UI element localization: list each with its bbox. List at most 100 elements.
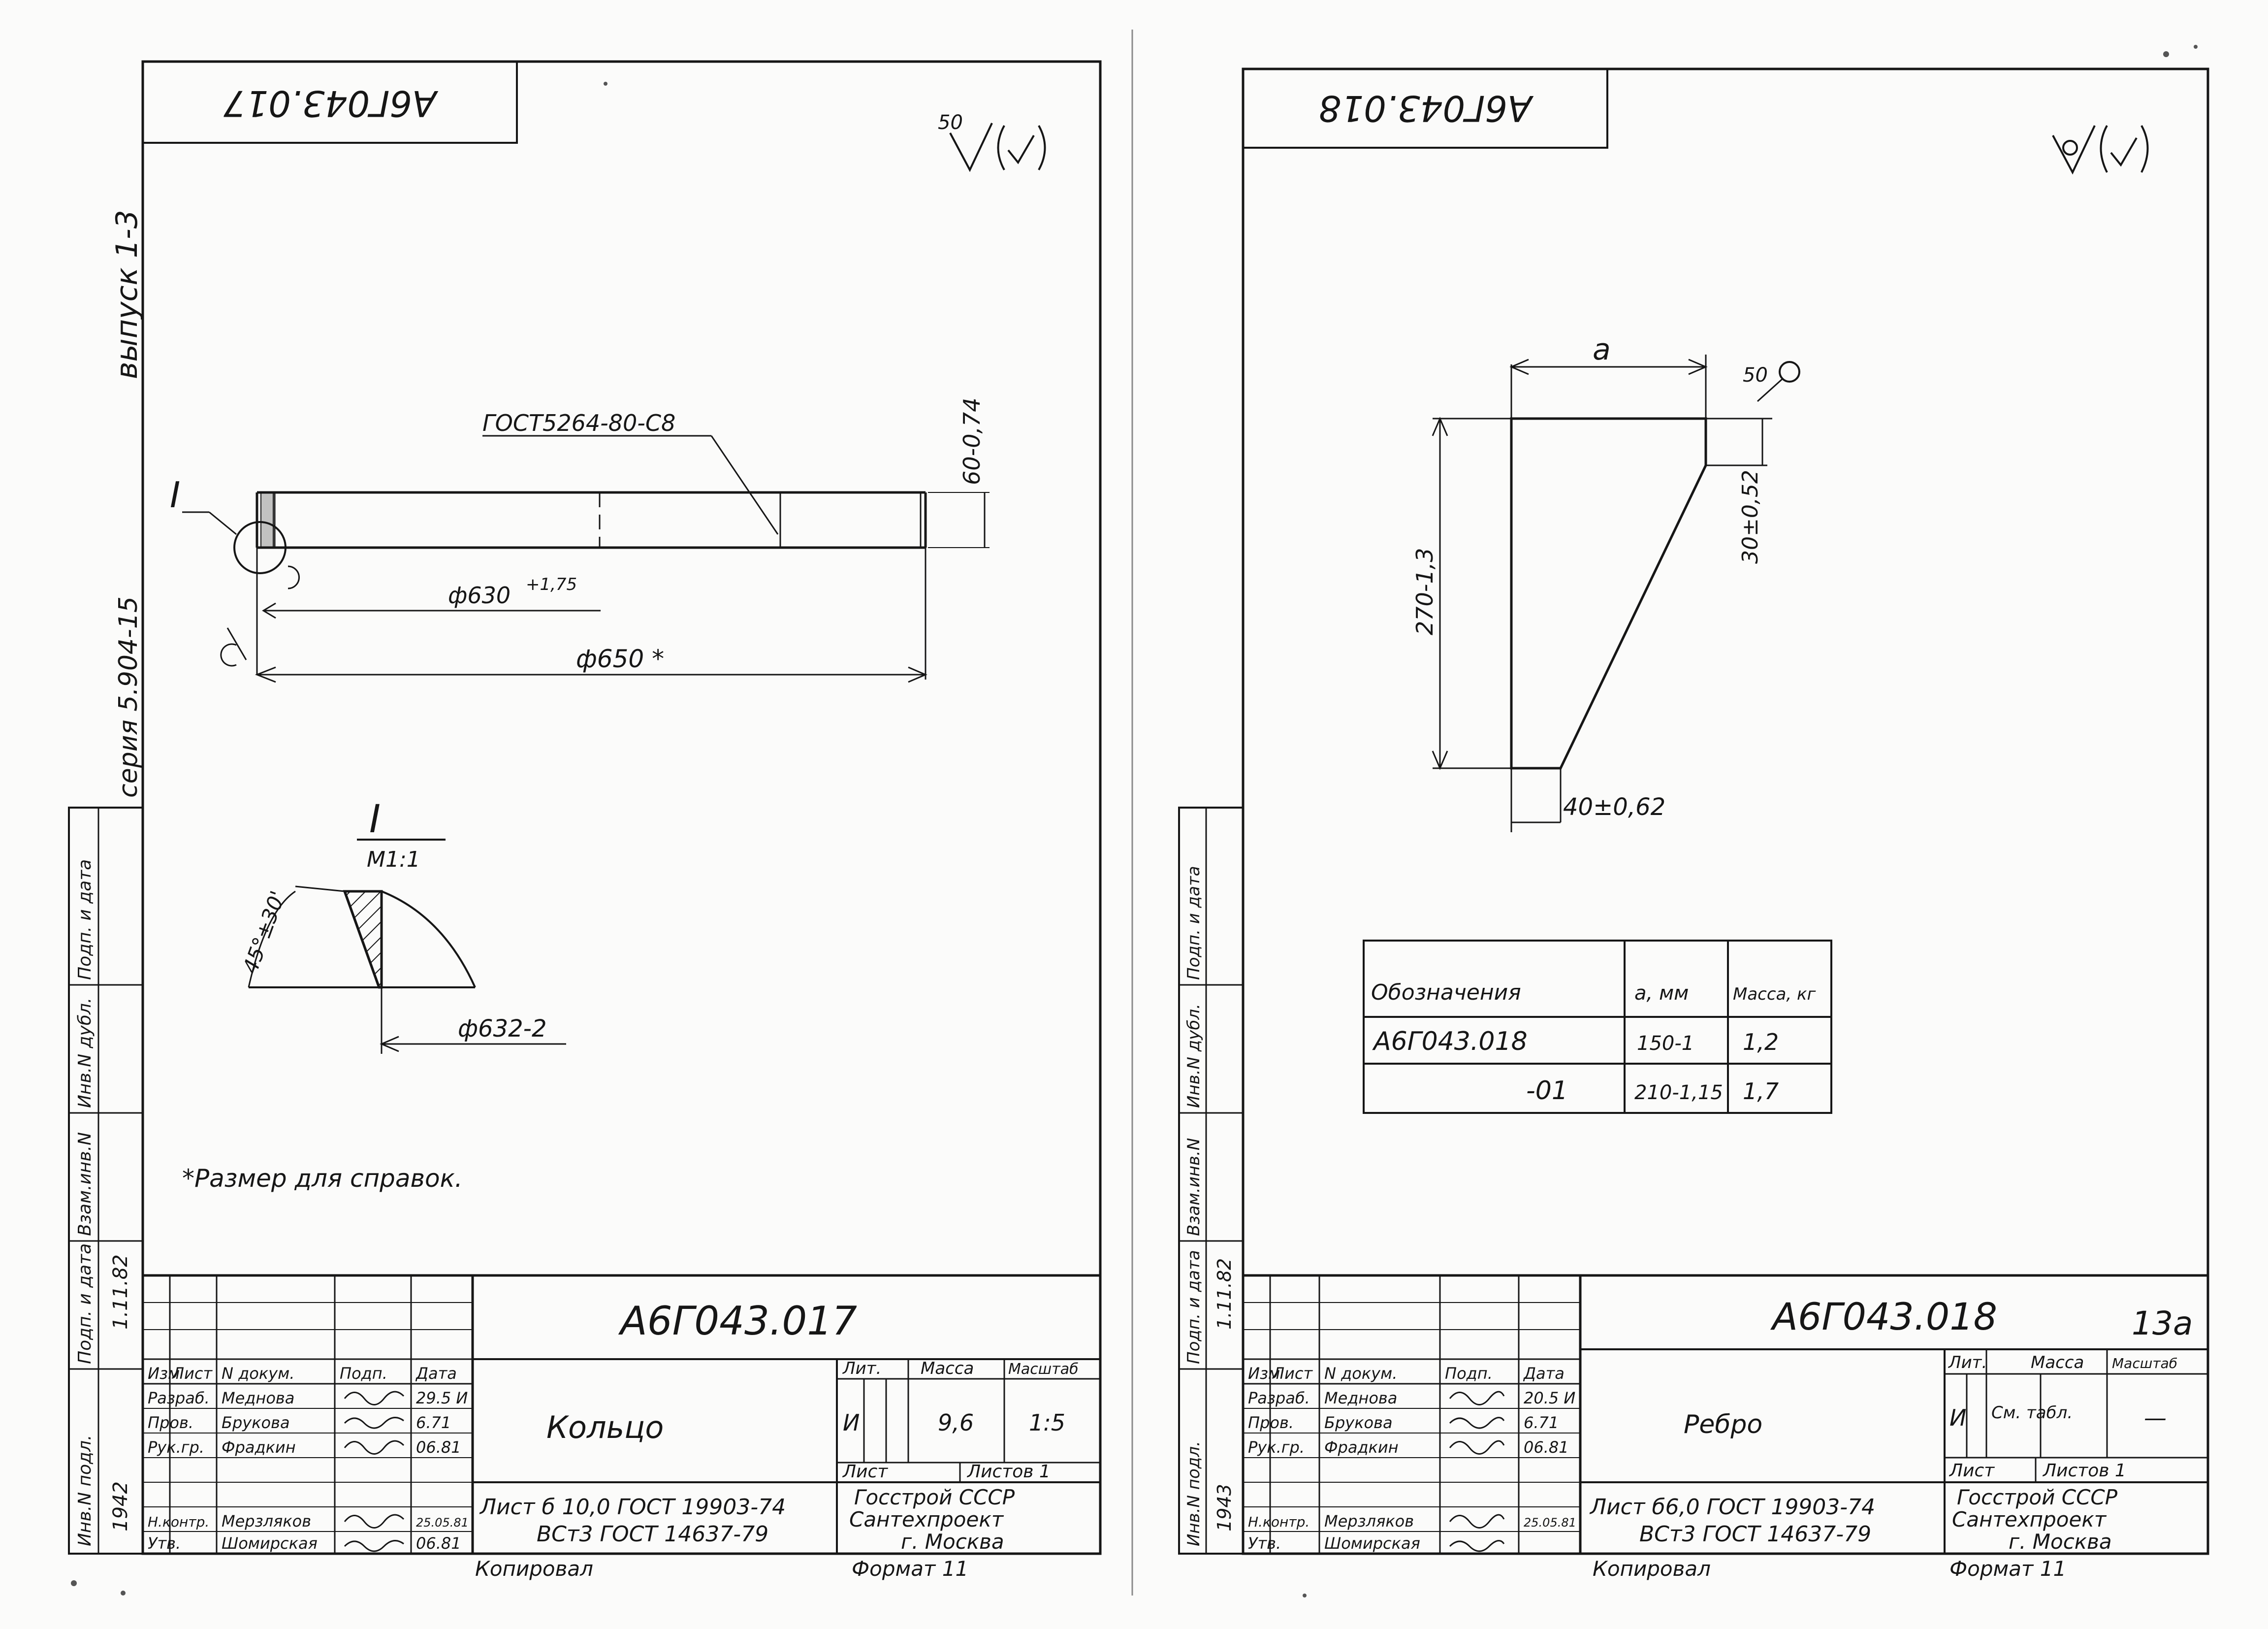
left-org-3: г. Москва [901, 1530, 1004, 1554]
left-scale-header: Масштаб [1008, 1361, 1079, 1378]
right-dim-a: а [1593, 332, 1611, 367]
right-frame [1242, 67, 2209, 1555]
right-lit-header: Лит. [1948, 1353, 1987, 1372]
left-chamfer-dim: 45°±30' [238, 888, 290, 977]
left-row-6-col-0: Утв. [148, 1534, 181, 1553]
left-dim-outer: ф650 * [576, 645, 664, 673]
right-copied: Копировал [1593, 1557, 1711, 1581]
right-row-0-col-2: N докум. [1324, 1364, 1397, 1383]
left-ring-drawing [182, 435, 990, 683]
right-stamp-rotated: А6Г043.018 [1319, 88, 1534, 129]
right-title-block [1242, 1274, 2209, 1555]
right-row-5-col-0: Н.контр. [1248, 1514, 1310, 1530]
left-issue-label: выпуск 1-3 [110, 210, 144, 379]
right-table-r1-c2: 1,7 [1743, 1078, 1779, 1105]
left-row-3-col-4: 06.81 [416, 1438, 461, 1457]
right-part-name: Ребро [1684, 1410, 1762, 1439]
left-side-label-4: Инв.N дубл. [75, 998, 95, 1108]
right-row-2-col-1: Брукова [1324, 1413, 1393, 1432]
right-material-2: ВСт3 ГОСТ 14637-79 [1639, 1522, 1871, 1547]
right-side-label-2: Подп. и дата [1184, 1250, 1204, 1364]
right-table-header-designation: Обозначения [1371, 980, 1521, 1005]
right-table-r0-c1: 150-1 [1637, 1032, 1694, 1055]
left-leader-mark: I [170, 474, 180, 516]
right-table-r0-c2: 1,2 [1743, 1029, 1779, 1055]
right-side-year: 1943 [1214, 1484, 1235, 1531]
left-row-0-col-3: Подп. [340, 1364, 387, 1383]
left-format: Формат 11 [852, 1557, 968, 1581]
left-org-1: Госстрой СССР [854, 1485, 1015, 1509]
left-signature-rows: Изм Лист N докум. Подп. Дата Разраб. Мед… [148, 1364, 469, 1553]
right-scale-header: Масштаб [2112, 1355, 2177, 1371]
left-lit-header: Лит. [842, 1359, 881, 1378]
left-row-6-col-1: Шомирская [222, 1534, 318, 1553]
left-row-2-col-0: Пров. [148, 1413, 193, 1432]
left-side-dividers [69, 807, 143, 1554]
left-org-2: Сантехпроект [849, 1507, 1004, 1531]
right-row-1-col-0: Разраб. [1248, 1389, 1310, 1407]
left-material-2: ВСт3 ГОСТ 14637-79 [537, 1522, 768, 1547]
left-side-label-2: Подп. и дата [75, 1243, 95, 1364]
right-side-dividers [1179, 807, 1243, 1554]
right-sheet: Инв.N подл. Подп. и дата Взам.инв.N Инв.… [1178, 67, 2209, 1581]
left-row-5-col-0: Н.контр. [148, 1514, 209, 1530]
scan-speckles [71, 45, 2198, 1597]
right-side-label-5: Подп. и дата [1184, 866, 1204, 980]
right-side-label-1: Инв.N подл. [1184, 1441, 1204, 1546]
left-mass-value: 9,6 [938, 1409, 974, 1436]
right-variants-table [1363, 940, 1832, 1114]
left-signature-scribbles [344, 1391, 405, 1552]
right-rib-drawing [1432, 355, 1800, 832]
left-row-3-col-1: Фрадкин [222, 1438, 296, 1457]
left-row-1-col-1: Меднова [222, 1389, 294, 1407]
right-stamp-box [1242, 68, 1608, 149]
right-row-5-col-4: 25.05.81 [1524, 1516, 1576, 1530]
right-row-0-col-3: Подп. [1445, 1364, 1493, 1383]
left-detail-scale: М1:1 [367, 847, 420, 872]
left-roughness-icon [949, 123, 1046, 172]
left-side-date: 1.11.82 [109, 1254, 132, 1330]
left-sheets-label: Листов 1 [966, 1462, 1051, 1482]
left-weld-callout: ГОСТ5264-80-С8 [482, 410, 675, 436]
left-detail-drawing [248, 885, 566, 1054]
right-sheet-no: 13а [2132, 1304, 2193, 1342]
right-table-header-mass: Масса, кг [1733, 984, 1817, 1004]
left-row-0-col-4: Дата [415, 1364, 457, 1383]
right-row-0-col-1: Лист [1272, 1364, 1313, 1383]
left-title-designation: А6Г043.017 [618, 1298, 857, 1344]
right-side-label-3: Взам.инв.N [1184, 1138, 1204, 1236]
left-row-1-col-0: Разраб. [148, 1389, 210, 1407]
left-mass-header: Масса [921, 1359, 974, 1378]
right-mass-header: Масса [2031, 1353, 2084, 1372]
left-series-label: серия 5.904-15 [114, 596, 143, 798]
right-signature-scribbles [1449, 1391, 1505, 1552]
right-row-6-col-1: Шомирская [1324, 1534, 1420, 1553]
right-scale-value: — [2144, 1404, 2167, 1431]
left-sheet: Инв.N подл. Подп. и дата Взам.инв.N Инв.… [68, 60, 1102, 1581]
right-roughness-icon [2052, 125, 2149, 175]
left-stamp-box [142, 61, 518, 144]
left-stamp-rotated: А6Г043.017 [223, 83, 438, 124]
left-title-block [141, 1274, 1102, 1555]
right-title-designation: А6Г043.018 [1770, 1295, 1997, 1338]
left-row-5-col-1: Мерзляков [222, 1512, 311, 1531]
right-org-1: Госстрой СССР [1957, 1485, 2118, 1509]
right-roughness-value: 50 [1743, 364, 1768, 387]
left-row-5-col-4: 25.05.81 [416, 1516, 469, 1530]
left-lit-value: И [843, 1409, 860, 1436]
right-table-header-a: а, мм [1634, 982, 1689, 1005]
left-detail-dim: ф632-2 [458, 1015, 547, 1043]
right-row-2-col-4: 6.71 [1524, 1413, 1559, 1432]
left-detail-mark: I [369, 797, 381, 842]
left-row-6-col-4: 06.81 [416, 1534, 461, 1553]
right-side-date: 1.11.82 [1214, 1258, 1235, 1330]
right-table-r1-c1: 210-1,15 [1634, 1081, 1723, 1104]
right-format: Формат 11 [1949, 1557, 2066, 1581]
right-sheets-label: Листов 1 [2042, 1461, 2126, 1481]
left-row-2-col-4: 6.71 [416, 1413, 451, 1432]
right-row-0-col-0: Изм [1248, 1364, 1280, 1383]
right-row-6-col-0: Утв. [1248, 1534, 1281, 1553]
left-note: *Размер для справок. [182, 1164, 463, 1193]
right-table-r0-c0: А6Г043.018 [1372, 1027, 1528, 1056]
